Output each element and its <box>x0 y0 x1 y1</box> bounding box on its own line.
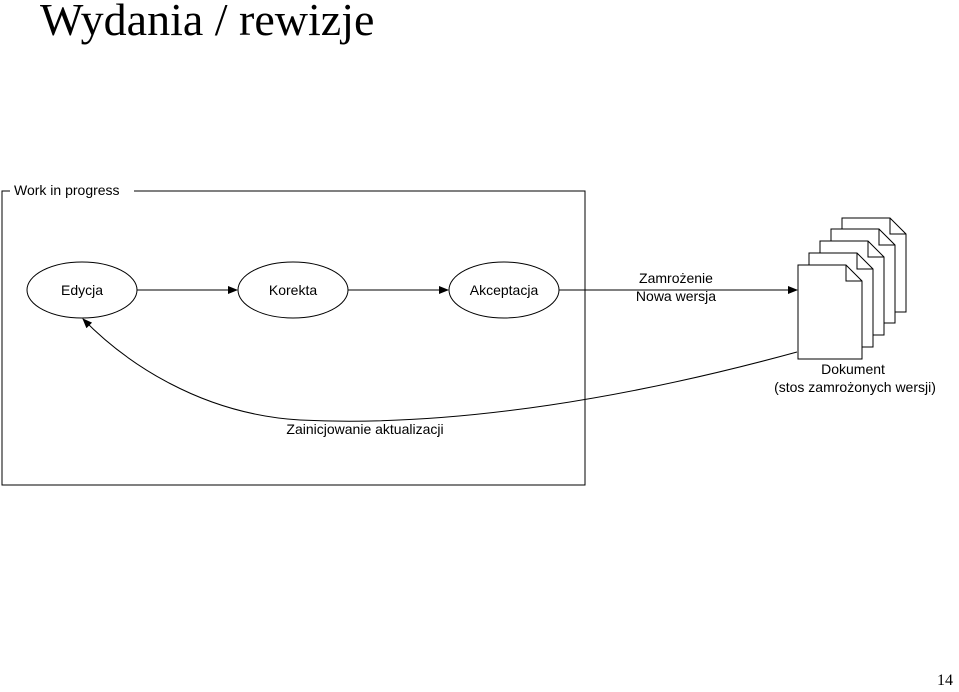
node-edycja: Edycja <box>26 261 138 319</box>
node-edycja-label: Edycja <box>61 282 103 298</box>
node-akceptacja: Akceptacja <box>448 261 560 319</box>
update-initiation-label: Zainicjowanie aktualizacji <box>286 421 443 437</box>
document-stack-icon <box>797 217 907 360</box>
new-version-label: Nowa wersja <box>636 288 716 304</box>
document-stack-label: (stos zamrożonych wersji) <box>774 379 936 395</box>
work-in-progress-frame: Work in progress <box>1 182 586 486</box>
document-label: Dokument <box>821 361 885 377</box>
freeze-label: Zamrożenie <box>639 270 713 286</box>
page-number: 14 <box>937 672 953 689</box>
node-akceptacja-label: Akceptacja <box>470 282 539 298</box>
slide-title: Wydania / rewizje <box>40 0 375 45</box>
node-korekta-label: Korekta <box>269 282 317 298</box>
work-in-progress-label: Work in progress <box>14 182 120 198</box>
node-korekta: Korekta <box>237 261 349 319</box>
arrow-update-feedback <box>82 318 798 422</box>
